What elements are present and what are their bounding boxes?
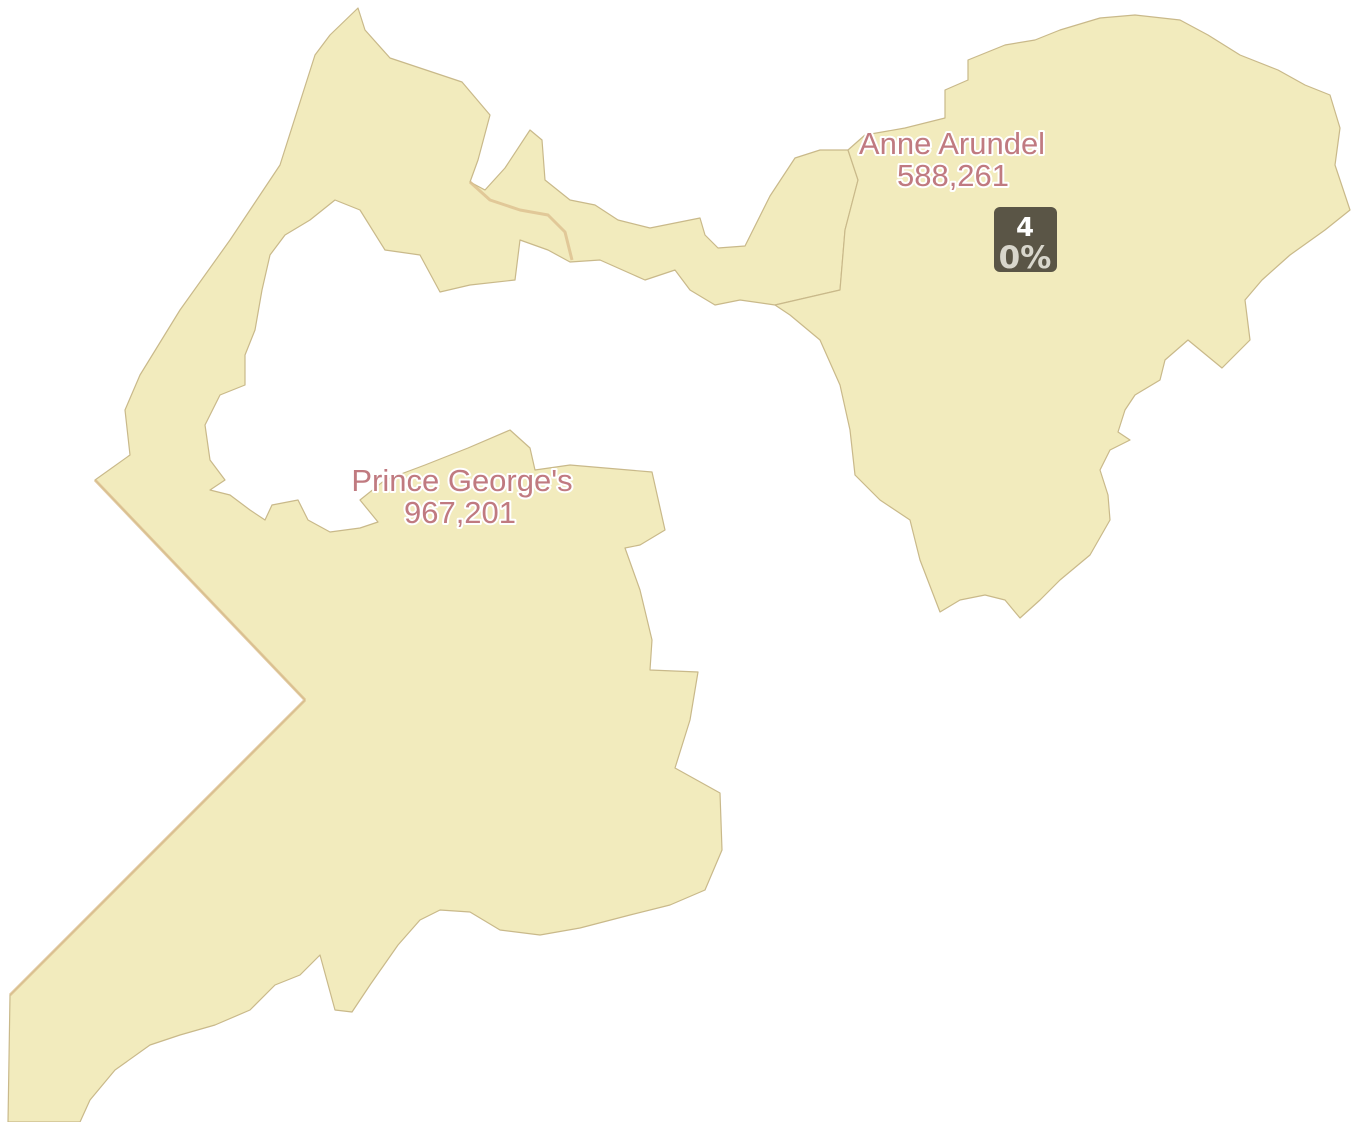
county-shape-anne-arundel[interactable] xyxy=(774,14,1351,619)
badge-count: 4 xyxy=(1016,213,1034,243)
county-shape-prince-georges[interactable] xyxy=(7,7,859,1122)
count-badge-background xyxy=(994,207,1057,272)
county-name-prince-georges: Prince George's xyxy=(351,463,572,498)
county-name-anne-arundel: Anne Arundel xyxy=(859,126,1045,161)
county-population-prince-georges: 967,201 xyxy=(404,495,516,530)
badge-percent: 0% xyxy=(999,240,1052,276)
west-boundary xyxy=(8,478,307,997)
count-badge[interactable]: 4 0% xyxy=(994,207,1057,276)
county-population-anne-arundel: 588,261 xyxy=(897,158,1009,193)
river-boundary xyxy=(468,180,574,261)
